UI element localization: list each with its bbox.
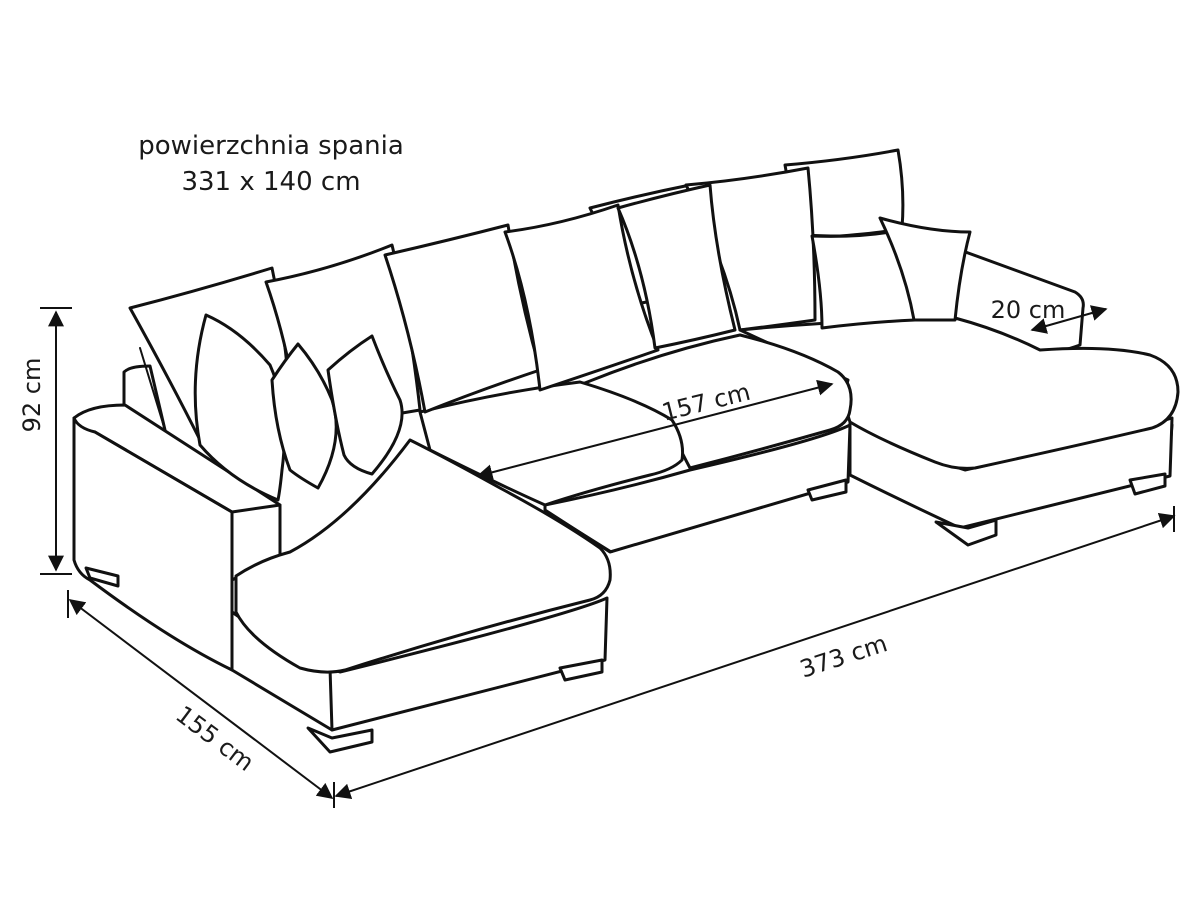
dimension-lines — [40, 305, 1176, 808]
small-cushion-right-2 — [878, 216, 972, 322]
caption-line-2: 331 x 140 cm — [181, 167, 360, 197]
depth-label: 155 cm — [170, 700, 259, 777]
accent-cushion-small-2 — [326, 334, 404, 476]
seat-width-arrow — [476, 379, 834, 481]
accent-cushion-small-1 — [270, 342, 338, 490]
left-leg-back — [84, 566, 120, 588]
back-cushion-center-right — [684, 166, 817, 332]
left-armrest-edge — [93, 430, 282, 514]
armrest-width-label: 20 cm — [991, 296, 1066, 324]
back-cushion-center-2 — [503, 203, 660, 392]
depth-arrow — [68, 599, 334, 799]
center-leg — [806, 478, 848, 502]
seam-line-1 — [139, 347, 166, 431]
back-cushion-center-3 — [616, 183, 737, 350]
leaning-cushion-large — [193, 313, 286, 502]
height-label: 92 cm — [18, 358, 46, 433]
caption-line-1: powierzchnia spania — [138, 131, 404, 161]
armrest-arrow — [1030, 305, 1108, 334]
width-arrow — [334, 512, 1176, 800]
right-chaise-leg-back — [1128, 472, 1167, 496]
left-leg-front — [306, 726, 374, 754]
sofa-drawing — [72, 148, 1180, 754]
right-chaise-seat-cushion — [738, 316, 1180, 470]
